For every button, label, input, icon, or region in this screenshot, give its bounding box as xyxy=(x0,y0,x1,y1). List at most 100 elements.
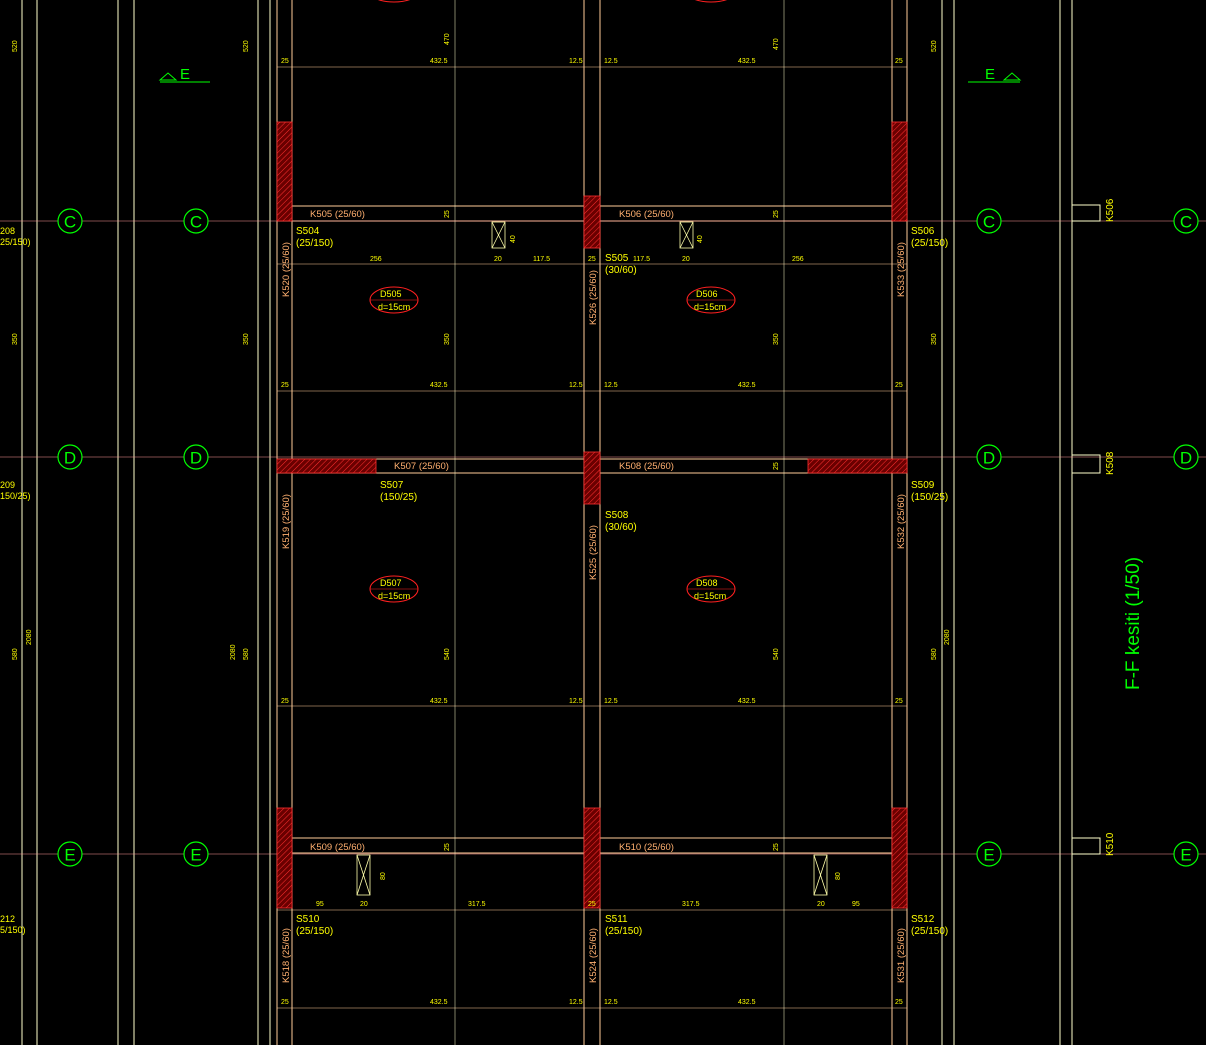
dim-25: 25 xyxy=(281,999,289,1006)
dim-25: 25 xyxy=(281,58,289,65)
slab-tag-d508: D508 d=15cm xyxy=(686,575,736,603)
beam-label-k505: K505 (25/60) xyxy=(310,209,365,220)
dim-432-5: 432.5 xyxy=(738,999,756,1006)
slab-thickness: d=15cm xyxy=(694,591,726,601)
column-label-s511: S511 xyxy=(605,914,628,925)
dim-432-5: 432.5 xyxy=(738,382,756,389)
dim-520-b: 520 xyxy=(243,40,250,52)
beam-label-k525: K525 (25/60) xyxy=(588,525,599,580)
column-size-s505: (30/60) xyxy=(605,265,637,276)
dim-25: 25 xyxy=(444,210,451,218)
slab-tag-d507: D507 d=15cm xyxy=(369,575,419,603)
svg-text:E: E xyxy=(64,846,75,865)
column-size-s508: (30/60) xyxy=(605,522,637,533)
axis-bubble-c-2: C xyxy=(183,208,209,234)
dim-20: 20 xyxy=(682,256,690,263)
slab-label-d507: D507 xyxy=(380,578,402,588)
right-beam-d: K508 xyxy=(1105,451,1116,475)
dim-520-c: 520 xyxy=(931,40,938,52)
dim-580-b: 580 xyxy=(243,648,250,660)
axis-bubble-d-3: D xyxy=(976,444,1002,470)
dim-25: 25 xyxy=(281,382,289,389)
dim-317-5: 317.5 xyxy=(468,901,486,908)
dim-95: 95 xyxy=(852,901,860,908)
column-size-s512: (25/150) xyxy=(911,926,948,937)
dim-12-5: 12.5 xyxy=(604,382,618,389)
dim-80: 80 xyxy=(835,872,842,880)
section-marker-left: E xyxy=(158,66,210,83)
right-beam-e: K510 xyxy=(1105,832,1116,856)
left-label-c1: 208 xyxy=(0,226,15,236)
dim-12-5: 12.5 xyxy=(569,999,583,1006)
dim-350-b: 350 xyxy=(243,333,250,345)
dim-40: 40 xyxy=(697,235,704,243)
axis-bubbles: C C C C D D D D E E E E xyxy=(57,208,1199,867)
column-size-s509: (150/25) xyxy=(911,492,948,503)
dim-25: 25 xyxy=(895,999,903,1006)
dim-117-5: 117.5 xyxy=(633,256,650,263)
svg-text:D: D xyxy=(64,449,76,468)
dim-470: 470 xyxy=(773,38,780,50)
dim-25: 25 xyxy=(588,256,596,263)
slab-thickness: d=15cm xyxy=(694,302,726,312)
dim-350: 350 xyxy=(444,333,451,345)
dim-12-5: 12.5 xyxy=(569,58,583,65)
left-label-e1: 212 xyxy=(0,914,15,924)
column-size-s507: (150/25) xyxy=(380,492,417,503)
column-labels: S504 (25/150) S505 (30/60) S506 (25/150)… xyxy=(296,226,948,937)
dim-2080-c: 2080 xyxy=(944,629,951,645)
dim-350: 350 xyxy=(773,333,780,345)
dim-12-5: 12.5 xyxy=(604,698,618,705)
section-marker-right: E xyxy=(968,66,1022,83)
svg-text:E: E xyxy=(180,66,190,83)
beam-label-k507: K507 (25/60) xyxy=(394,461,449,472)
left-label-e2: 5/150) xyxy=(0,925,26,935)
dim-317-5: 317.5 xyxy=(682,901,700,908)
dim-580-c: 580 xyxy=(931,648,938,660)
left-label-c2: 25/150) xyxy=(0,237,31,247)
slab-label-d508: D508 xyxy=(696,578,718,588)
dim-432-5: 432.5 xyxy=(430,382,448,389)
slab-thickness: d=15cm xyxy=(378,302,410,312)
beam-label-k520: K520 (25/60) xyxy=(281,242,292,297)
dim-25: 25 xyxy=(281,698,289,705)
axis-bubble-e-1: E xyxy=(57,841,83,867)
column-label-s505: S505 xyxy=(605,253,629,264)
svg-text:E: E xyxy=(190,846,201,865)
section-profile xyxy=(1071,0,1101,1045)
beam-label-k524: K524 (25/60) xyxy=(588,928,599,983)
svg-text:C: C xyxy=(1180,213,1192,232)
left-dim-2080: 2080 xyxy=(26,629,33,645)
dim-432-5: 432.5 xyxy=(738,698,756,705)
svg-text:D: D xyxy=(1180,449,1192,468)
column-label-s509: S509 xyxy=(911,480,935,491)
dim-12-5: 12.5 xyxy=(604,999,618,1006)
section-title: F-F kesiti (1/50) xyxy=(1123,557,1144,690)
axis-bubble-e-4: E xyxy=(1173,841,1199,867)
axis-bubble-c-1: C xyxy=(57,208,83,234)
dim-117-5: 117.5 xyxy=(533,256,550,263)
column-label-s504: S504 xyxy=(296,226,320,237)
slab-tag-d506: D506 d=15cm xyxy=(686,286,736,314)
dim-2080-b: 2080 xyxy=(230,644,237,660)
slab-tags: D505 d=15cm D506 d=15cm D507 d=15cm D508… xyxy=(369,286,736,603)
column-size-s510: (25/150) xyxy=(296,926,333,937)
beam-label-k506: K506 (25/60) xyxy=(619,209,674,220)
walls xyxy=(276,121,908,909)
dim-25: 25 xyxy=(773,462,780,470)
dim-350-c: 350 xyxy=(931,333,938,345)
dim-20: 20 xyxy=(360,901,368,908)
dim-12-5: 12.5 xyxy=(604,58,618,65)
dim-25: 25 xyxy=(773,210,780,218)
dim-25: 25 xyxy=(444,843,451,851)
openings xyxy=(356,221,828,896)
column-label-s506: S506 xyxy=(911,226,935,237)
svg-text:D: D xyxy=(190,449,202,468)
beam-label-k519: K519 (25/60) xyxy=(281,494,292,549)
building-outline xyxy=(21,0,1073,1045)
beam-label-k532: K532 (25/60) xyxy=(896,494,907,549)
left-dim-580: 580 xyxy=(12,648,19,660)
slab-label-d505: D505 xyxy=(380,289,402,299)
right-beam-c: K506 xyxy=(1105,198,1116,222)
svg-text:D: D xyxy=(983,449,995,468)
